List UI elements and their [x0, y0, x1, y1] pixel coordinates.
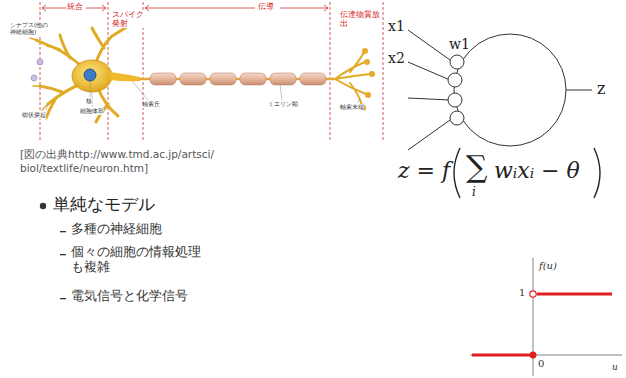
formula-parens [454, 148, 600, 198]
part-label: シナプス(他の神経細胞) [10, 22, 52, 36]
part-label: 樹状突起 [22, 112, 46, 119]
part-label: ミエリン鞘 [268, 101, 298, 108]
input-label: x2 [388, 50, 405, 66]
bullet-text: 単純なモデル [53, 195, 155, 215]
step-graph [470, 258, 622, 376]
section-label: スパイク発射 [112, 10, 146, 28]
section-label: 統合 [67, 2, 83, 11]
sub-bullet-text: 個々の細胞の情報処理も複雑 [71, 245, 211, 275]
formula-part: i [472, 186, 476, 200]
bullet-marks [40, 203, 66, 299]
section-label: 伝導 [258, 2, 274, 11]
section-label: 伝達物質放出 [340, 10, 380, 28]
formula-part: z = f [398, 158, 450, 183]
output-label: z [597, 80, 605, 98]
tick-label: 0 [538, 358, 544, 370]
weight-label: w1 [449, 36, 470, 52]
figure-caption: [図の出典http://www.tmd.ac.jp/artsci/biol/te… [20, 147, 220, 175]
input-label: x1 [388, 18, 405, 34]
neuron-illustration [30, 26, 375, 122]
formula-part: ∑ [466, 150, 487, 185]
part-label: 細胞体部 [80, 108, 104, 115]
sub-bullet-text: 電気信号と化学信号 [71, 289, 188, 304]
part-label: 軸索丘 [142, 101, 160, 108]
axis-label: u [612, 362, 618, 372]
perceptron [408, 30, 592, 150]
axis-label: f(u) [539, 260, 557, 272]
section-bar [40, 2, 383, 140]
formula-part: wᵢxᵢ − θ [494, 158, 580, 183]
part-label: 核 [86, 98, 92, 105]
part-label: 軸索末端 [340, 104, 364, 111]
tick-label: 1 [519, 287, 525, 299]
sub-bullet-text: 多種の神経細胞 [71, 222, 162, 237]
leader-line [46, 81, 360, 110]
